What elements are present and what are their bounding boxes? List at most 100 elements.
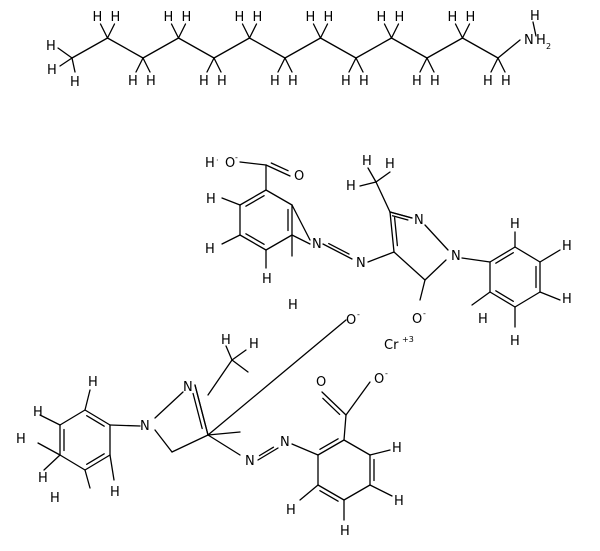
phenolate-top-charge: - — [423, 309, 426, 318]
carboxyl-top-o-double: O — [294, 169, 304, 184]
hydrogen-label-8: H — [182, 10, 192, 25]
bond-5 — [248, 37, 286, 59]
bond-54 — [221, 197, 241, 206]
bond-98 — [171, 434, 209, 453]
bond-67 — [391, 215, 409, 221]
hydrogen-label-21: H — [412, 74, 422, 89]
bond-113 — [84, 389, 91, 411]
hydrogen-label-41: H — [249, 337, 259, 352]
hydrogen-label-35: H — [510, 217, 520, 232]
bond-53 — [239, 161, 267, 166]
hydrogen-label-34: H — [346, 179, 356, 194]
bond-20 — [170, 23, 180, 39]
bond-139 — [299, 484, 319, 501]
bond-46 — [265, 234, 293, 251]
hydrogen-label-48: H — [392, 441, 402, 456]
bond-0 — [71, 37, 109, 59]
hydrogen-label-44: H — [16, 432, 26, 447]
hydrogen-label-12: H — [253, 10, 263, 25]
bond-87 — [539, 249, 561, 263]
hydrogen-label-1: H — [47, 63, 57, 78]
hydrogen-label-45: H — [38, 471, 48, 486]
bond-106 — [59, 409, 86, 426]
bond-84 — [495, 290, 514, 302]
phenolate-top-o: O — [412, 312, 422, 327]
hydrogen-label-26: H — [501, 74, 511, 89]
carboxyl-top-h: H — [205, 156, 215, 171]
bond-64 — [393, 216, 399, 247]
hydrogen-label-43: H — [33, 405, 43, 420]
hydrogen-label-22: H — [430, 74, 440, 89]
phenolate-bottom-o: O — [346, 313, 356, 328]
bond-70 — [393, 251, 426, 281]
bond-69 — [424, 259, 447, 281]
bond-111 — [86, 453, 105, 465]
bond-132 — [343, 414, 347, 441]
amine-h-subscript: 2 — [546, 42, 551, 51]
bond-94 — [194, 384, 209, 436]
bond-39 — [497, 57, 506, 73]
bond-136 — [369, 449, 391, 456]
azo-top-n1: N — [312, 237, 322, 252]
hydrogen-label-24: H — [466, 10, 476, 25]
bond-116 — [43, 454, 61, 471]
hydrogen-label-32: H — [362, 154, 372, 169]
hydrogen-label-13: H — [270, 74, 280, 89]
bond-14 — [59, 57, 73, 67]
hydrogen-label-20: H — [395, 10, 405, 25]
bond-115 — [37, 442, 61, 456]
pyrazole-top-n2: N — [414, 213, 424, 228]
bond-124 — [317, 484, 345, 501]
bond-9 — [390, 37, 428, 59]
bond-74 — [359, 181, 377, 187]
bond-95 — [192, 392, 203, 430]
bond-102 — [231, 359, 249, 373]
bond-117 — [84, 469, 91, 489]
amine-h: H — [536, 33, 546, 48]
bond-1 — [106, 37, 144, 59]
hydrogen-label-11: H — [235, 10, 245, 25]
bond-10 — [426, 37, 464, 59]
bond-58 — [291, 234, 311, 245]
bond-131 — [319, 438, 339, 450]
bond-120 — [257, 447, 279, 461]
bond-42 — [245, 195, 265, 207]
bond-129 — [343, 439, 371, 456]
bond-4 — [213, 37, 251, 59]
bond-114 — [39, 414, 61, 426]
pyrazole-bottom-n2: N — [183, 380, 193, 395]
hydrogen-label-16: H — [324, 10, 334, 25]
bond-109 — [59, 454, 86, 471]
hydrogen-label-15: H — [306, 10, 316, 25]
bond-77 — [489, 246, 516, 263]
bond-19 — [142, 57, 151, 73]
hydrogen-label-38: H — [510, 334, 520, 349]
bond-25 — [248, 23, 258, 39]
bond-71 — [375, 181, 391, 213]
bond-73 — [375, 171, 391, 183]
hydrogen-label-25: H — [483, 74, 493, 89]
bond-16 — [99, 23, 109, 39]
bond-32 — [383, 23, 393, 39]
hydrogen-label-33: H — [385, 157, 395, 172]
bond-41 — [239, 189, 267, 206]
bond-35 — [426, 57, 435, 73]
bond-82 — [514, 291, 541, 308]
bond-7 — [319, 37, 357, 59]
bond-60 — [322, 243, 353, 260]
hydrogen-label-17: H — [341, 74, 351, 89]
hydrogen-label-0: H — [46, 39, 56, 54]
bond-90 — [471, 291, 491, 306]
bond-83 — [489, 291, 516, 308]
hydrogen-label-37: H — [562, 292, 572, 307]
pyrazole-bottom-n1: N — [140, 419, 150, 434]
bond-79 — [514, 246, 541, 263]
bond-lines — [37, 21, 561, 521]
bond-91 — [207, 319, 347, 436]
bond-24 — [241, 23, 251, 39]
bond-110 — [84, 454, 111, 471]
bond-37 — [461, 23, 471, 39]
bond-36 — [454, 23, 464, 39]
hydrogen-label-49: H — [394, 494, 404, 509]
hydrogen-label-19: H — [377, 10, 387, 25]
